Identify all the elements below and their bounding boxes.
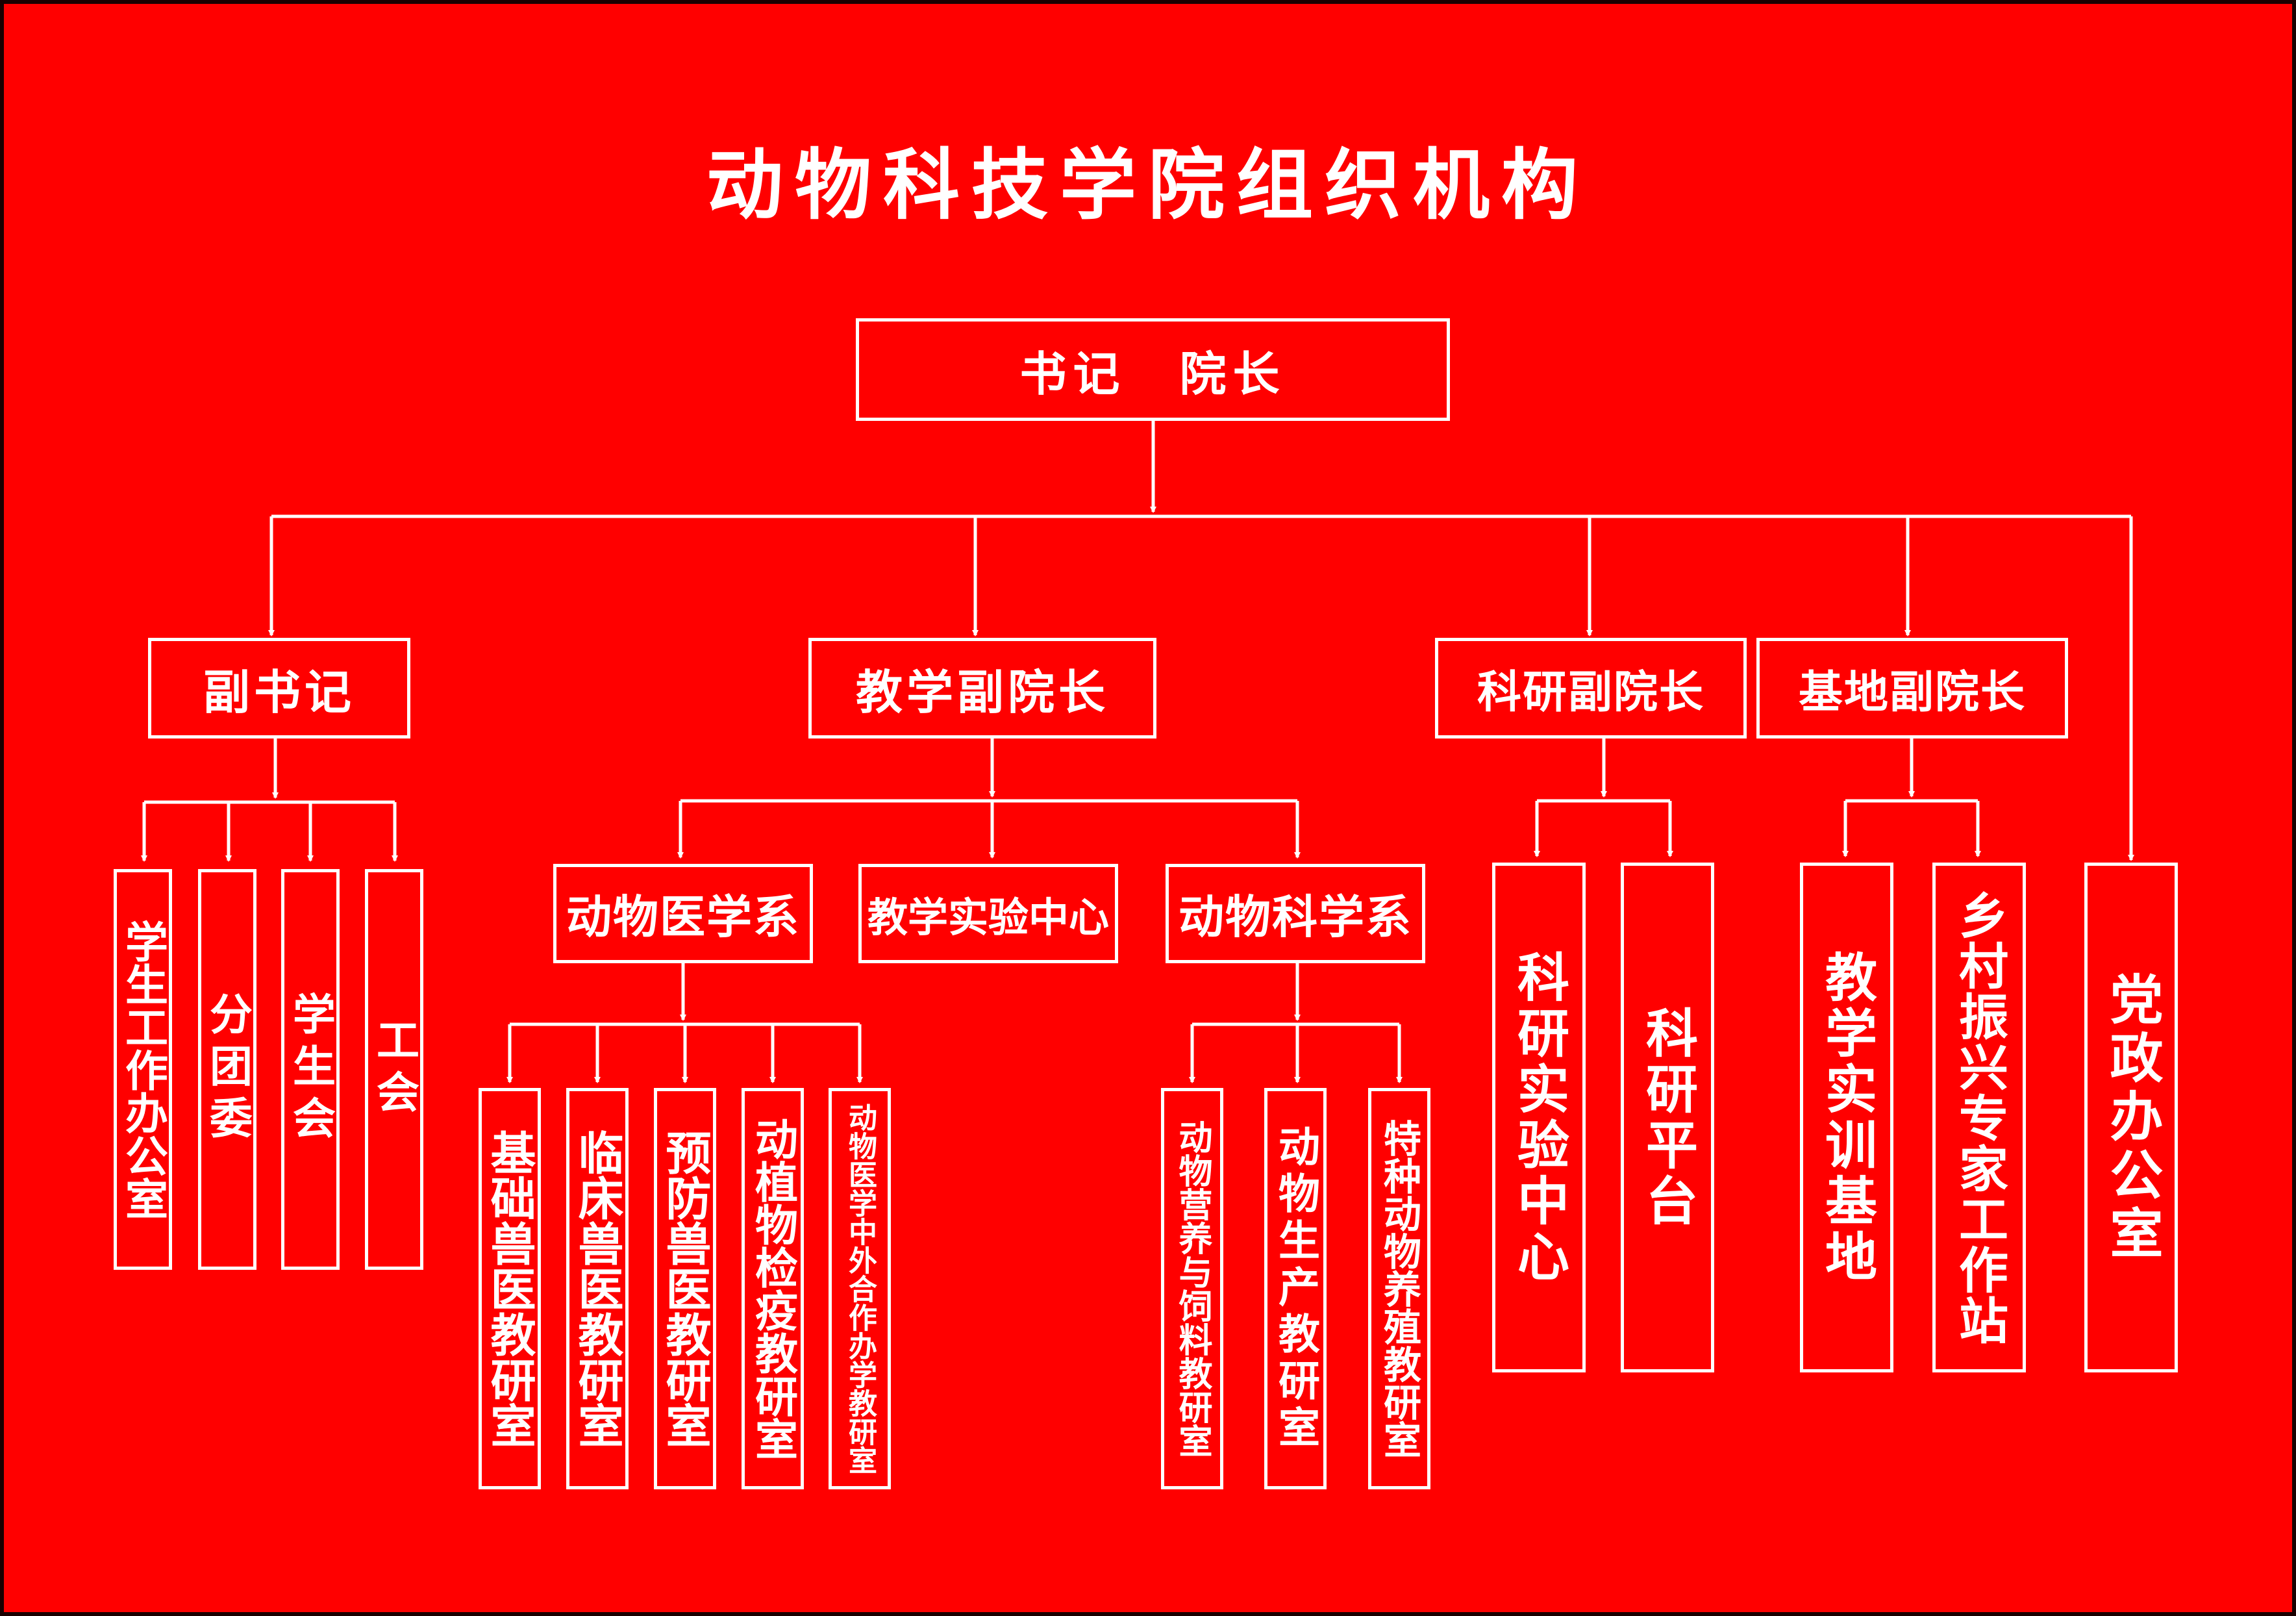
animal-production-teaching-office-box: 动物生产教研室: [1264, 1088, 1327, 1489]
special-animal-breeding-teaching-office-box: 特种动物养殖教研室: [1368, 1088, 1430, 1489]
animal-science-department-box: 动物科学系: [1166, 864, 1425, 963]
student-union-box: 学生会: [281, 869, 340, 1270]
clinical-veterinary-teaching-office-box: 临床兽医教研室: [566, 1088, 629, 1489]
plant-animal-quarantine-teaching-office-box: 动植物检疫教研室: [742, 1088, 804, 1489]
cooperative-education-teaching-office-box: 动物医学中外合作办学教研室: [829, 1088, 891, 1489]
preventive-veterinary-teaching-office-box: 预防兽医教研室: [654, 1088, 716, 1489]
rural-revitalization-station-box: 乡村振兴专家工作站: [1932, 863, 2026, 1372]
research-platform-box: 科研平台: [1621, 863, 1714, 1372]
secretary-dean-box: 书记 院长: [856, 318, 1450, 421]
youth-league-committee-box: 分团委: [198, 869, 256, 1270]
teaching-training-base-box: 教学实训基地: [1800, 863, 1893, 1372]
labor-union-box: 工会: [365, 869, 423, 1270]
party-government-office-box: 党政办公室: [2084, 863, 2178, 1372]
deputy-secretary-box: 副书记: [148, 638, 410, 739]
research-lab-center-box: 科研实验中心: [1492, 863, 1586, 1372]
base-vice-dean-box: 基地副院长: [1756, 638, 2068, 739]
chart-title: 动物科技学院组织机构: [706, 140, 1590, 230]
basic-veterinary-teaching-office-box: 基础兽医教研室: [479, 1088, 541, 1489]
animal-medicine-department-box: 动物医学系: [553, 864, 813, 963]
teaching-lab-center-box: 教学实验中心: [858, 864, 1118, 963]
nutrition-feed-teaching-office-box: 动物营养与饲料教研室: [1161, 1088, 1223, 1489]
teaching-vice-dean-box: 教学副院长: [808, 638, 1156, 739]
research-vice-dean-box: 科研副院长: [1435, 638, 1747, 739]
student-affairs-office-box: 学生工作办公室: [114, 869, 172, 1270]
